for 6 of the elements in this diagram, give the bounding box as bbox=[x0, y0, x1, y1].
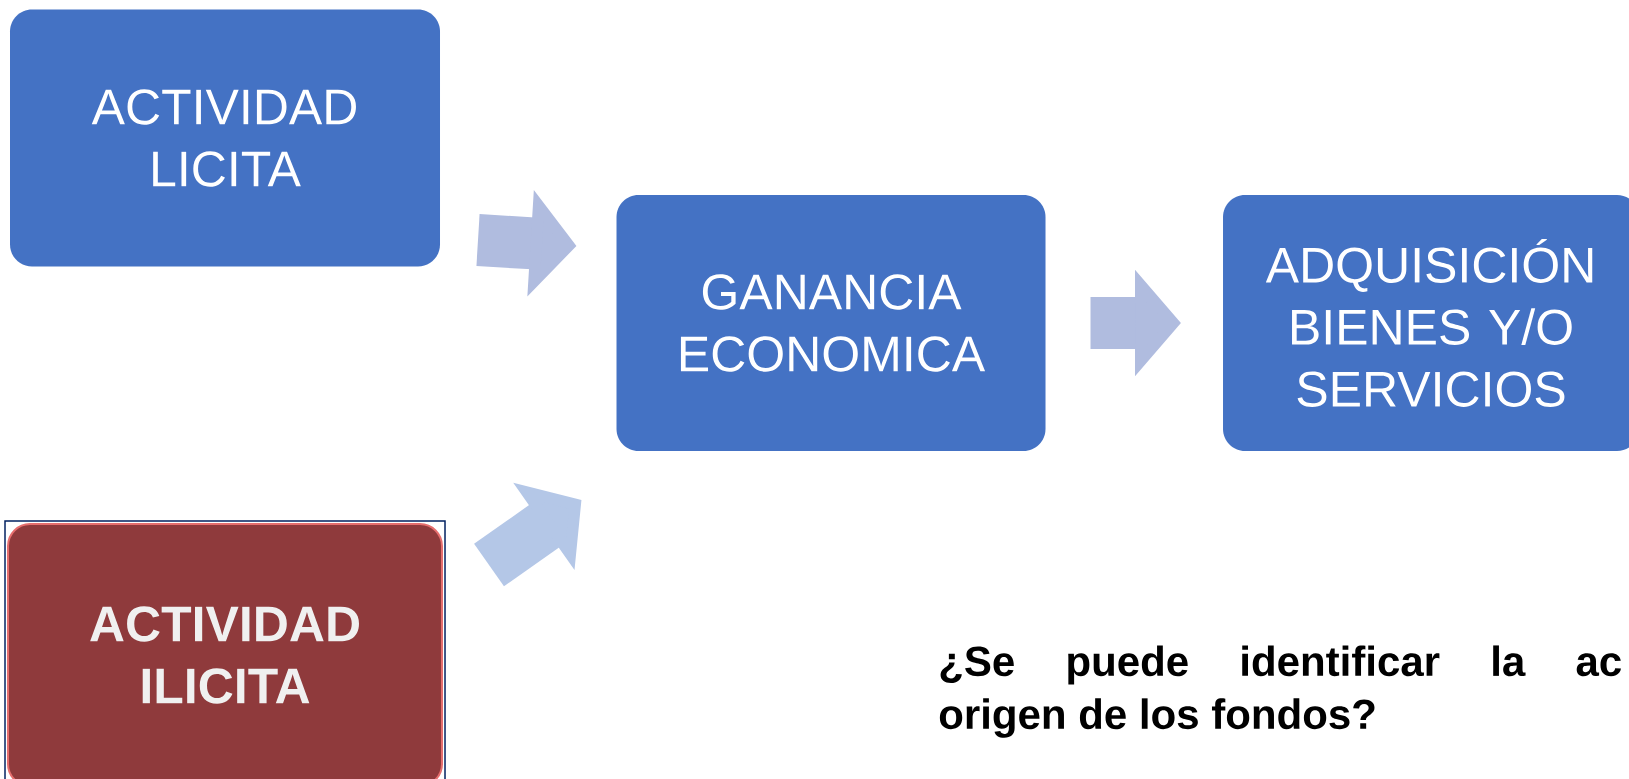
process-box: ADQUISICIÓN BIENES Y/O SERVICIOS bbox=[1223, 195, 1629, 451]
process-box: GANANCIA ECONOMICA bbox=[616, 195, 1046, 451]
process-box: ACTIVIDAD ILICITA bbox=[4, 520, 446, 779]
question-text: ¿Se puede identificar la ac bbox=[940, 645, 1621, 685]
question-text: origen de los fondos? bbox=[939, 698, 1375, 738]
process-box: ACTIVIDAD LICITA bbox=[10, 9, 440, 267]
